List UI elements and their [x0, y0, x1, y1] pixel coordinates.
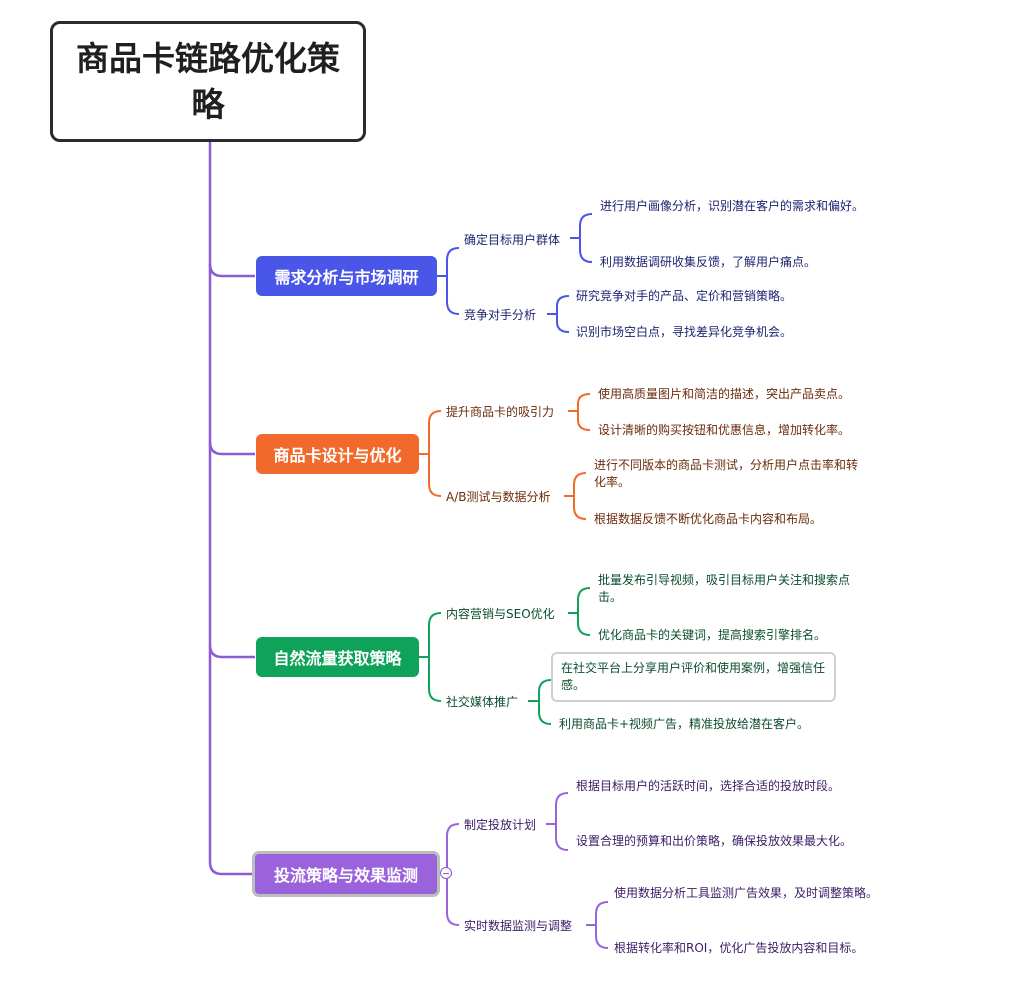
sub-node-content-seo[interactable]: 内容营销与SEO优化 [446, 607, 555, 621]
branch-label: 自然流量获取策略 [273, 649, 402, 668]
sub-node-delivery-plan[interactable]: 制定投放计划 [464, 818, 537, 832]
leaf-node[interactable]: 根据转化率和ROI，优化广告投放内容和目标。 [614, 941, 864, 955]
leaf-node[interactable]: 识别市场空白点，寻找差异化竞争机会。 [576, 325, 793, 339]
leaf-node[interactable]: 批量发布引导视频，吸引目标用户关注和搜索点击。 [598, 573, 851, 604]
leaf-node[interactable]: 优化商品卡的关键词，提高搜索引擎排名。 [598, 628, 827, 642]
branch-label: 商品卡设计与优化 [273, 446, 402, 465]
branch-label: 投流策略与效果监测 [273, 866, 418, 885]
sub-node-card-attraction[interactable]: 提升商品卡的吸引力 [446, 405, 555, 419]
leaf-node-selected[interactable]: 在社交平台上分享用户评价和使用案例，增强信任感。 [551, 652, 836, 702]
branch-label: 需求分析与市场调研 [274, 268, 419, 287]
leaf-node[interactable]: 设计清晰的购买按钮和优惠信息，增加转化率。 [598, 423, 851, 437]
sub-node-ab-testing[interactable]: A/B测试与数据分析 [446, 490, 551, 504]
branch-node-demand-analysis[interactable]: 需求分析与市场调研 [256, 256, 437, 296]
collapse-toggle-icon[interactable] [440, 867, 452, 879]
root-title: 商品卡链路优化策略 [76, 38, 340, 124]
leaf-node[interactable]: 进行不同版本的商品卡测试，分析用户点击率和转化率。 [594, 458, 859, 489]
leaf-node[interactable]: 根据数据反馈不断优化商品卡内容和布局。 [594, 512, 823, 526]
leaf-node[interactable]: 进行用户画像分析，识别潜在客户的需求和偏好。 [600, 199, 865, 213]
leaf-node[interactable]: 利用数据调研收集反馈，了解用户痛点。 [600, 255, 817, 269]
sub-node-target-users[interactable]: 确定目标用户群体 [464, 233, 561, 247]
sub-node-social-media[interactable]: 社交媒体推广 [446, 695, 519, 709]
leaf-node[interactable]: 根据目标用户的活跃时间，选择合适的投放时段。 [576, 779, 841, 793]
branch-node-organic-traffic[interactable]: 自然流量获取策略 [256, 637, 419, 677]
leaf-node[interactable]: 使用数据分析工具监测广告效果，及时调整策略。 [614, 886, 879, 900]
leaf-node[interactable]: 设置合理的预算和出价策略，确保投放效果最大化。 [576, 834, 853, 848]
root-node[interactable]: 商品卡链路优化策略 [50, 21, 366, 142]
leaf-node[interactable]: 使用高质量图片和简洁的描述，突出产品卖点。 [598, 387, 851, 401]
sub-node-realtime-monitoring[interactable]: 实时数据监测与调整 [464, 919, 573, 933]
branch-node-paid-traffic[interactable]: 投流策略与效果监测 [252, 851, 440, 897]
sub-node-competitor-analysis[interactable]: 竞争对手分析 [464, 308, 537, 322]
leaf-node[interactable]: 利用商品卡+视频广告，精准投放给潜在客户。 [559, 717, 810, 731]
leaf-node[interactable]: 研究竞争对手的产品、定价和营销策略。 [576, 289, 793, 303]
branch-node-card-design[interactable]: 商品卡设计与优化 [256, 434, 419, 474]
